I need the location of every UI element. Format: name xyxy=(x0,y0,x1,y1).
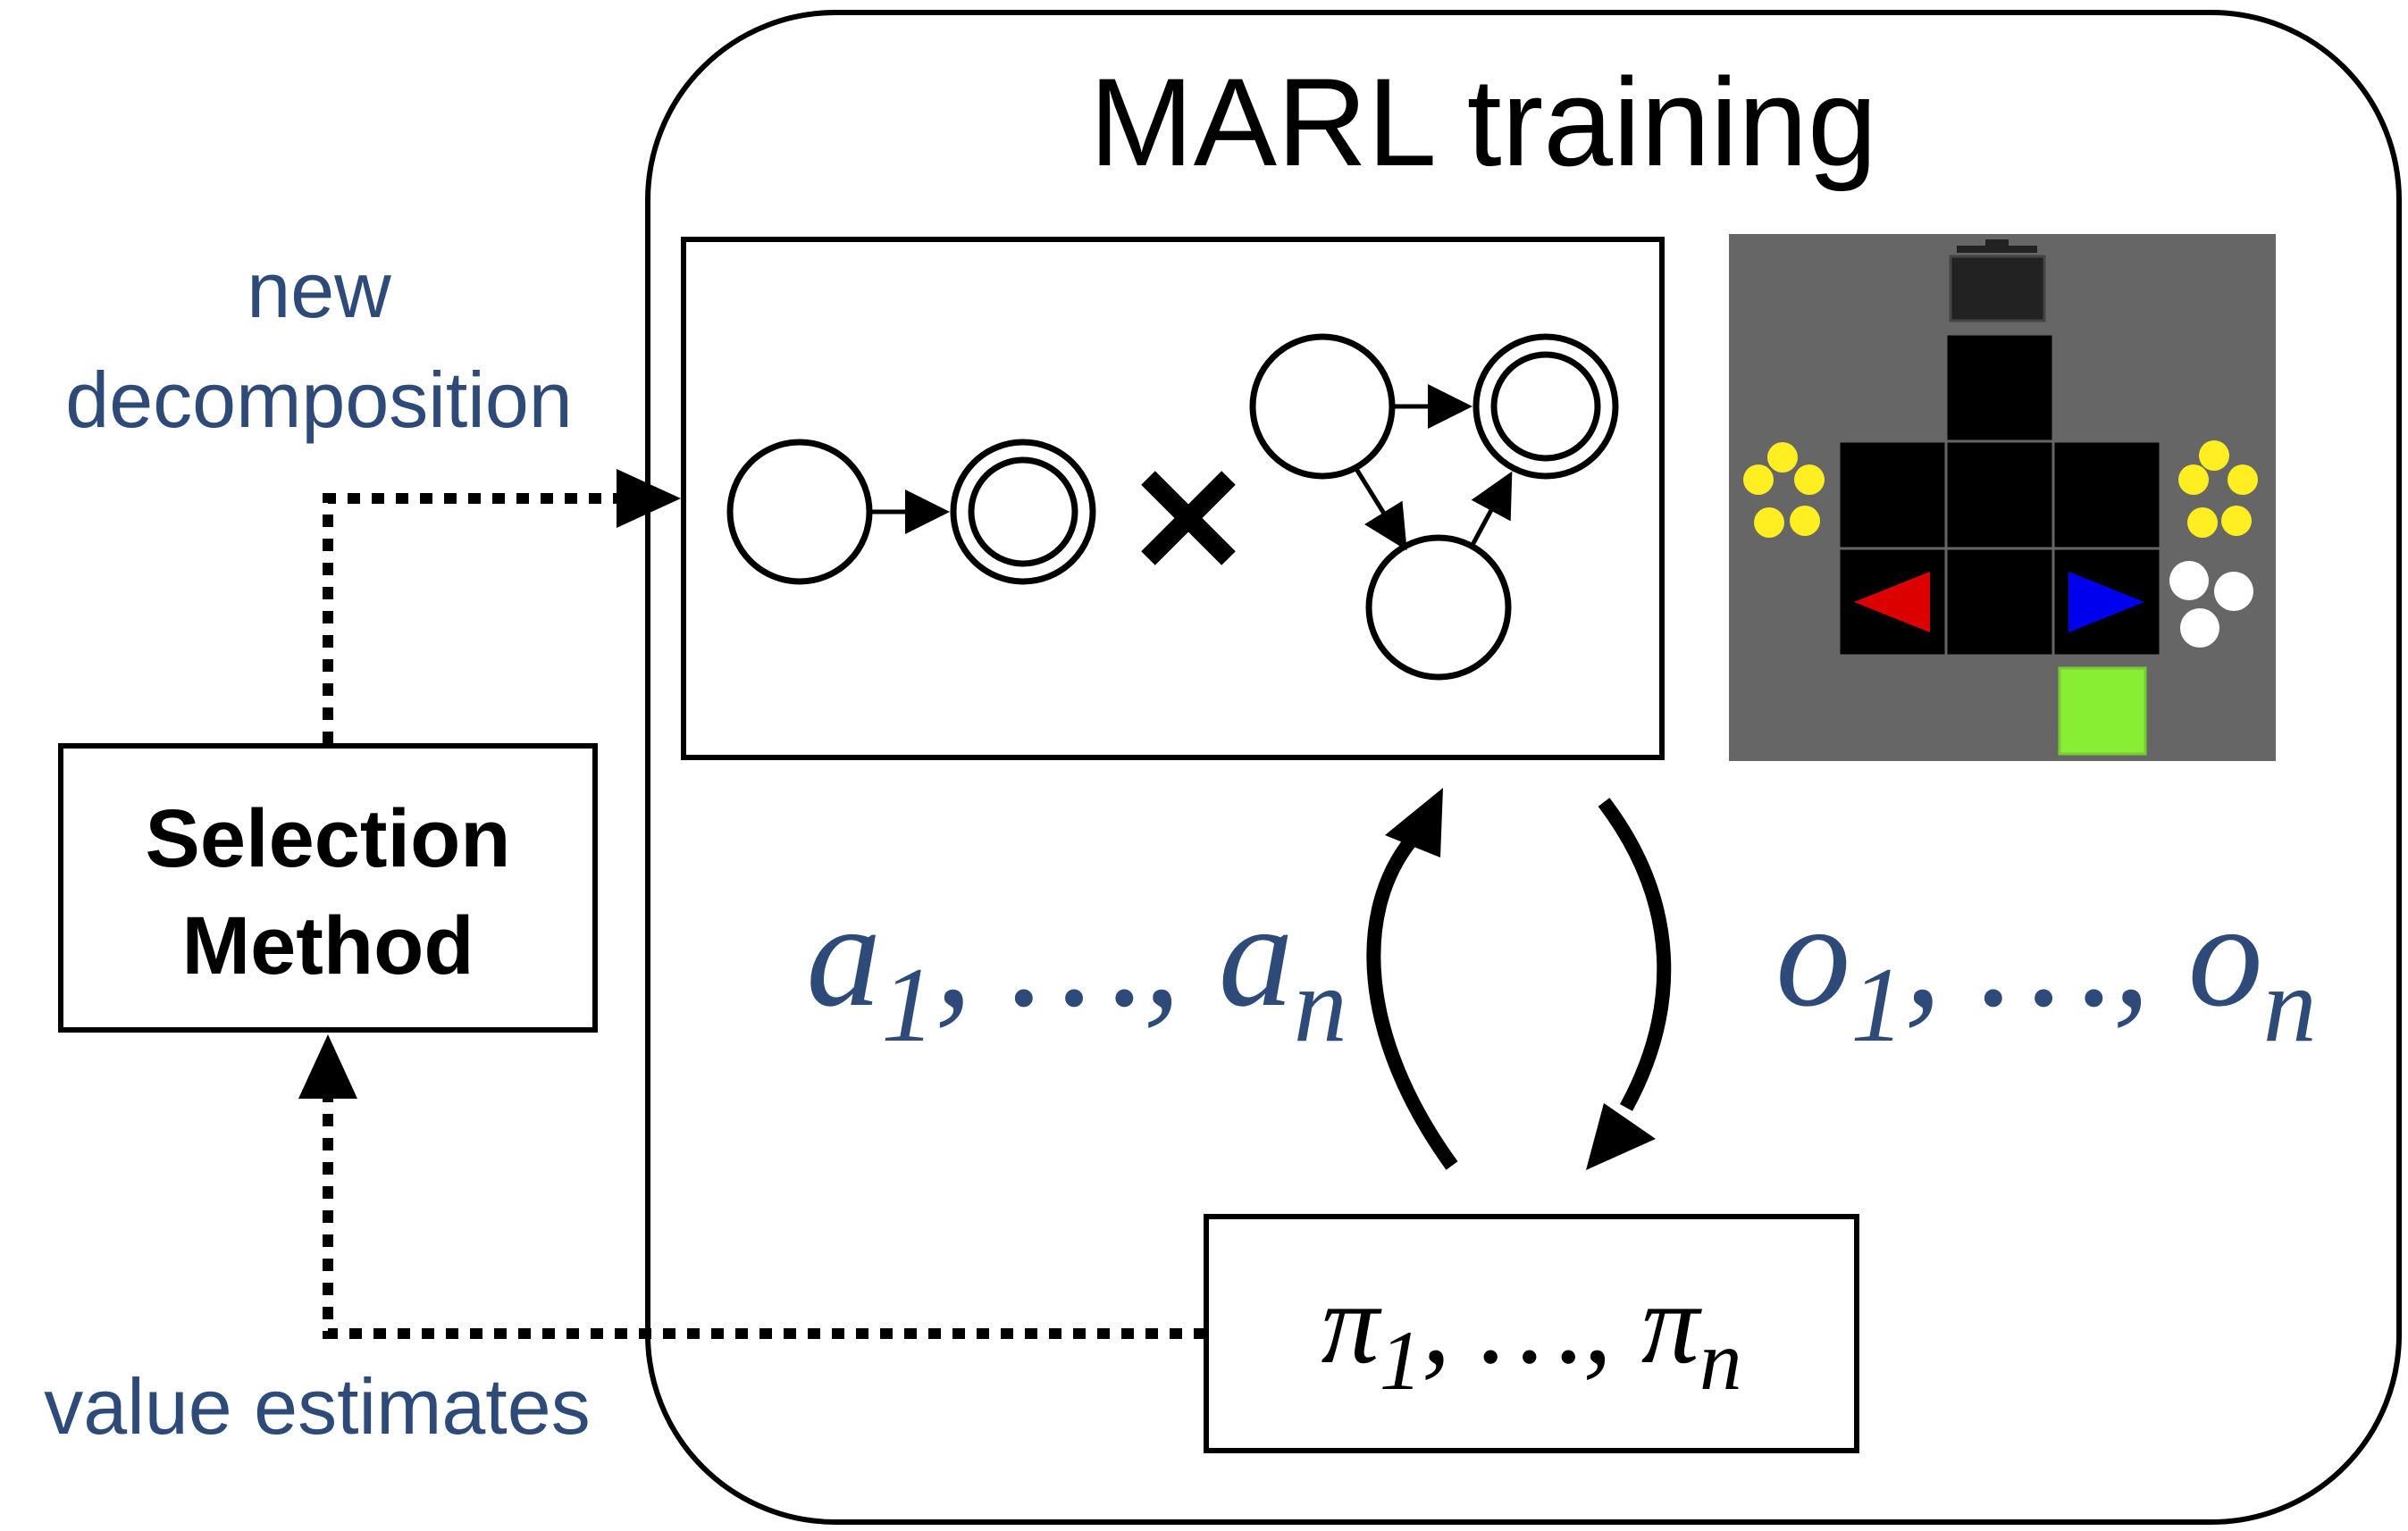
selection-method-box xyxy=(58,743,598,1033)
agent-left-triangle xyxy=(1854,572,1930,632)
rm-state-initial xyxy=(1249,333,1396,480)
observations-label: o1, …, on xyxy=(1775,872,2316,1064)
policies-box xyxy=(1204,1214,1859,1453)
new-decomposition-arrowhead xyxy=(617,469,681,528)
selection-method-label-line1: Selection xyxy=(145,793,510,884)
yellow-tokens-right xyxy=(2178,440,2258,538)
rm-state-accepting-inner xyxy=(1490,351,1601,462)
policies-label: π1, …, πn xyxy=(1321,1259,1742,1408)
rm-state-initial xyxy=(726,439,873,585)
env-grid xyxy=(1837,332,2162,657)
new-decomposition-label-line2: decomposition xyxy=(65,356,572,444)
marl-training-container xyxy=(645,10,2402,1525)
observations-arrowhead xyxy=(1586,1103,1656,1170)
value-estimates-dotted-arrow xyxy=(323,1092,1206,1339)
value-estimates-arrowhead xyxy=(298,1034,357,1099)
marl-training-title: MARL training xyxy=(1089,52,1877,192)
actions-arrowhead xyxy=(1385,788,1443,858)
actions-curved-arrow xyxy=(1366,834,1458,1170)
reward-machine-left xyxy=(726,439,1096,585)
white-tokens xyxy=(2169,561,2253,648)
rm-state-accepting-inner xyxy=(968,456,1078,567)
selection-method-label-line2: Method xyxy=(181,900,474,991)
gridworld-environment-image xyxy=(1729,234,2276,761)
yellow-tokens-left xyxy=(1743,442,1825,538)
reward-machine-right xyxy=(1249,333,1619,681)
rm-state-intermediate xyxy=(1365,534,1512,681)
new-decomposition-dotted-arrow xyxy=(323,493,625,744)
times-icon xyxy=(1141,471,1236,565)
new-decomposition-label-line1: new xyxy=(247,246,391,334)
actions-label: a1, …, an xyxy=(806,872,1347,1064)
env-top-object xyxy=(1949,255,2046,322)
observations-curved-arrow xyxy=(1598,798,1672,1111)
agent-right-triangle xyxy=(2068,572,2144,632)
value-estimates-label: value estimates xyxy=(44,1362,590,1451)
rm-transition-arrow xyxy=(1470,471,1513,547)
rm-transition-arrow xyxy=(1354,467,1407,551)
goal-square xyxy=(2058,666,2147,756)
